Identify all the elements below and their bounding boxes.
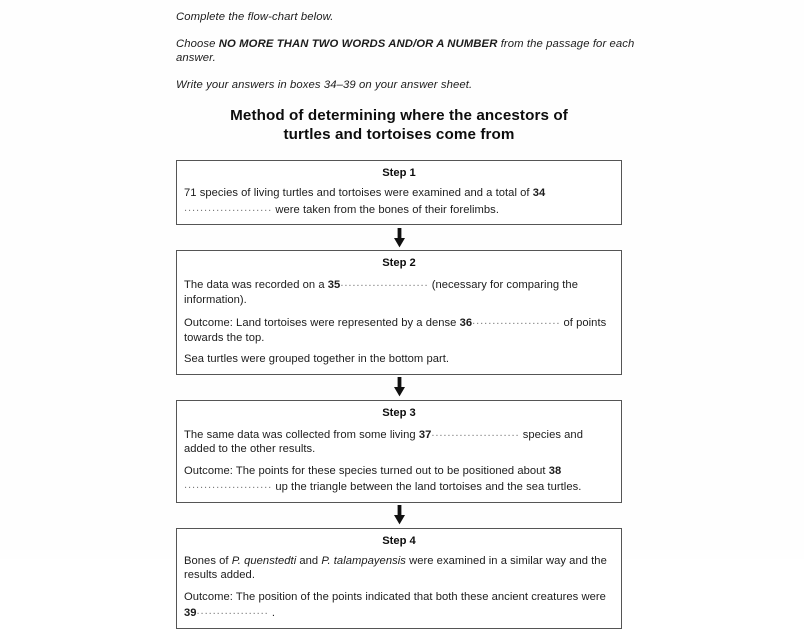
text-after: up the triangle between the land tortois… bbox=[275, 481, 582, 493]
text-before: Outcome: Land tortoises were represented… bbox=[184, 317, 460, 329]
flow-arrow-2 bbox=[176, 375, 622, 400]
flow-step-1-paragraph-1: 71 species of living turtles and tortois… bbox=[184, 186, 614, 217]
text-mid: and bbox=[296, 554, 322, 567]
flow-chart-title: Method of determining where the ancestor… bbox=[176, 106, 622, 144]
instruction-line-2-suffix: from the passage for each answer. bbox=[176, 38, 635, 64]
flow-step-box-4: Step 4 Bones of P. quenstedti and P. tal… bbox=[176, 527, 622, 629]
answer-blank-38[interactable]: ...................... bbox=[184, 479, 273, 491]
text-before: The data was recorded on a bbox=[184, 279, 328, 291]
flow-arrow-3 bbox=[176, 503, 622, 528]
flow-step-box-1: Step 1 71 species of living turtles and … bbox=[176, 160, 622, 225]
instruction-line-2-prefix: Choose bbox=[176, 38, 219, 50]
flow-step-heading-4: Step 4 bbox=[382, 534, 416, 547]
flow-step-heading-3: Step 3 bbox=[382, 406, 416, 419]
text-after: (necessary for comparing the information… bbox=[184, 279, 578, 306]
instruction-line-1: Complete the flow-chart below. bbox=[176, 11, 334, 23]
down-arrow-icon bbox=[393, 227, 405, 247]
text-after: species and added to the other results. bbox=[184, 428, 583, 456]
flow-chart-title-line-1: Method of determining where the ancestor… bbox=[230, 107, 568, 124]
text-before: 71 species of living turtles and tortois… bbox=[184, 187, 533, 199]
text-before: The same data was collected from some li… bbox=[184, 428, 419, 441]
text-after: were taken from the bones of their forel… bbox=[275, 203, 499, 216]
answer-blank-37[interactable]: ...................... bbox=[431, 426, 520, 439]
flow-step-heading-2: Step 2 bbox=[382, 257, 416, 269]
flow-step-4-paragraph-2: Outcome: The position of the points indi… bbox=[184, 590, 614, 621]
answer-number-38: 38 bbox=[548, 464, 562, 477]
instruction-line-2: Choose NO MORE THAN TWO WORDS AND/OR A N… bbox=[176, 37, 646, 65]
answer-blank-35[interactable]: ...................... bbox=[340, 277, 429, 289]
flow-step-box-2: Step 2 The data was recorded on a 35....… bbox=[176, 250, 622, 375]
flow-step-2-paragraph-2: Outcome: Land tortoises were represented… bbox=[184, 314, 614, 345]
down-arrow-icon bbox=[393, 377, 405, 397]
flow-arrow-1 bbox=[176, 225, 622, 250]
flow-step-2-paragraph-3: Sea turtles were grouped together in the… bbox=[184, 353, 450, 365]
instruction-line-3: Write your answers in boxes 34–39 on you… bbox=[176, 79, 473, 91]
instruction-line-2-emphasis: NO MORE THAN TWO WORDS AND/OR A NUMBER bbox=[218, 38, 498, 50]
instructions-block: Complete the flow-chart below. Choose NO… bbox=[176, 10, 646, 92]
flow-step-box-3: Step 3 The same data was collected from … bbox=[176, 399, 622, 503]
flow-step-4-paragraph-1: Bones of P. quenstedti and P. talampayen… bbox=[184, 554, 614, 583]
flow-chart: Step 1 71 species of living turtles and … bbox=[176, 160, 622, 629]
down-arrow-icon bbox=[393, 505, 405, 525]
species-name-quenstedti: P. quenstedti bbox=[231, 554, 297, 567]
text-before: Outcome: The points for these species tu… bbox=[184, 464, 549, 477]
flow-step-3-paragraph-1: The same data was collected from some li… bbox=[184, 426, 614, 457]
text-before: Outcome: The position of the points indi… bbox=[184, 590, 606, 603]
answer-number-36: 36 bbox=[459, 317, 473, 329]
flow-step-2-paragraph-1: The data was recorded on a 35...........… bbox=[184, 276, 614, 307]
flow-chart-title-line-2: turtles and tortoises come from bbox=[283, 126, 515, 143]
flow-step-heading-1: Step 1 bbox=[382, 167, 416, 179]
answer-blank-39[interactable]: .................. bbox=[196, 605, 269, 617]
flow-step-3-paragraph-2: Outcome: The points for these species tu… bbox=[184, 464, 614, 495]
text-after: . bbox=[271, 607, 276, 619]
species-name-talampayensis: P. talampayensis bbox=[321, 554, 406, 567]
text-after: of points towards the top. bbox=[184, 317, 607, 344]
answer-number-39: 39 bbox=[184, 607, 197, 619]
answer-blank-36[interactable]: ...................... bbox=[472, 315, 561, 327]
text-before: Bones of bbox=[184, 554, 232, 567]
answer-blank-34[interactable]: ...................... bbox=[184, 201, 273, 214]
document-page: Complete the flow-chart below. Choose NO… bbox=[176, 10, 646, 629]
answer-number-35: 35 bbox=[327, 279, 341, 291]
answer-number-37: 37 bbox=[418, 428, 432, 441]
answer-number-34: 34 bbox=[532, 187, 546, 199]
